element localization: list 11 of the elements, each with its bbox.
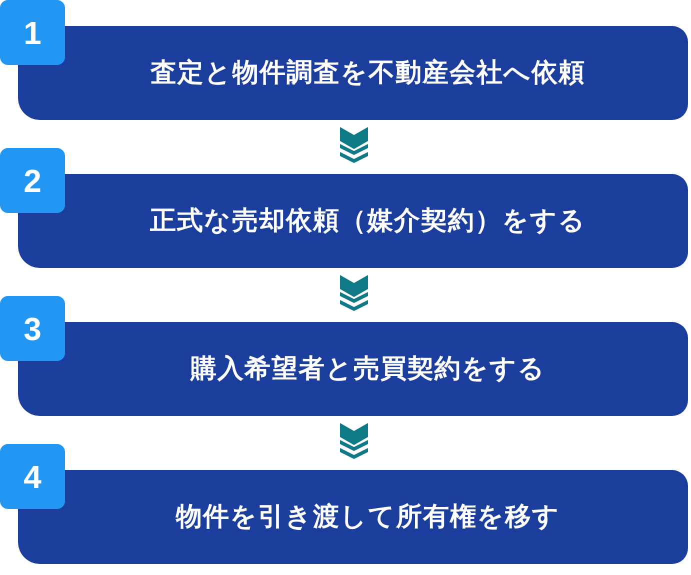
- step-number-badge: 3: [0, 296, 65, 361]
- step-number-badge: 1: [0, 0, 65, 65]
- step-number-badge: 4: [0, 444, 65, 509]
- step-text: 物件を引き渡して所有権を移す: [176, 500, 560, 534]
- chevron-arrow: [340, 423, 368, 459]
- step-text: 購入希望者と売買契約をする: [190, 352, 546, 386]
- step-number-badge: 2: [0, 148, 65, 213]
- step-text: 正式な売却依頼（媒介契約）をする: [150, 204, 586, 238]
- chevron-arrow: [340, 275, 368, 311]
- step-text: 査定と物件調査を不動産会社へ依頼: [150, 56, 586, 90]
- chevron-arrow: [340, 127, 368, 163]
